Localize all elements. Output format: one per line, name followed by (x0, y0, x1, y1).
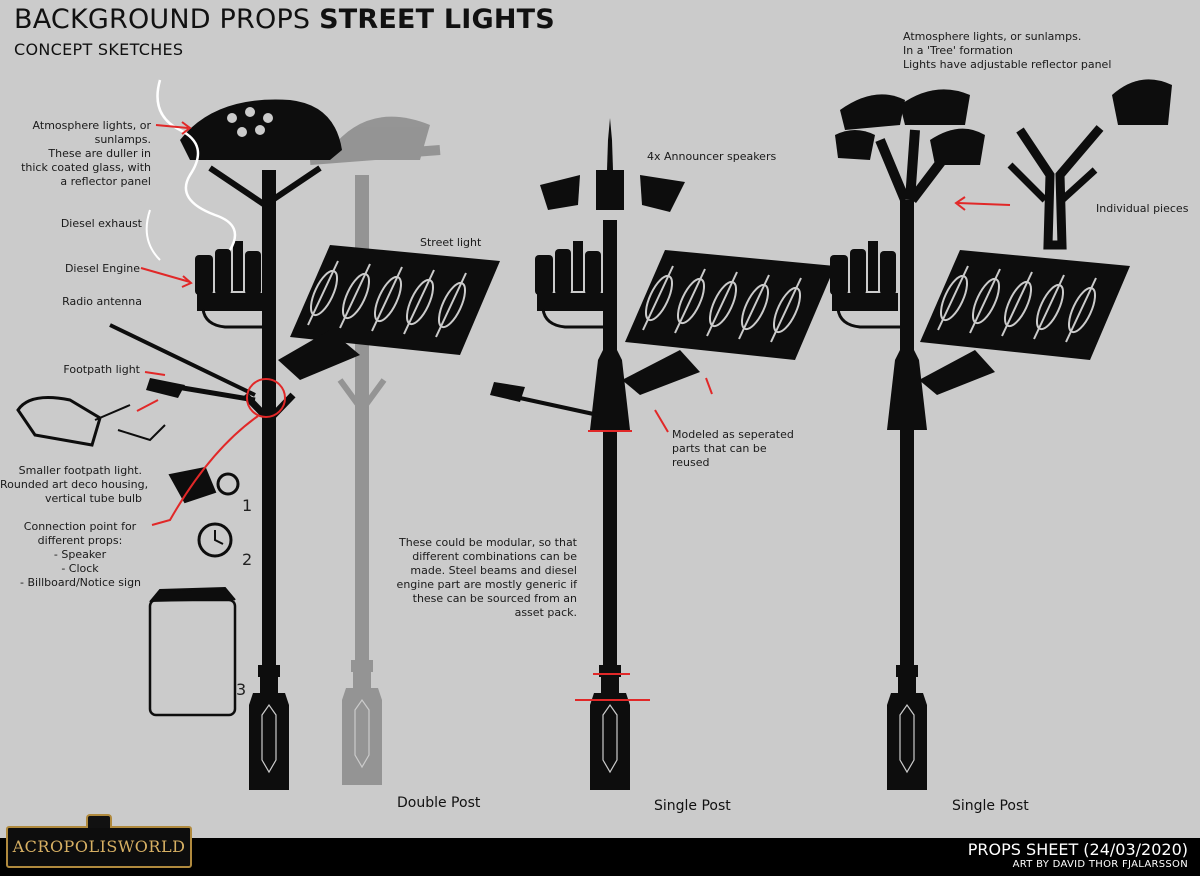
note-line: parts that can be (672, 442, 767, 455)
note-line: a reflector panel (60, 175, 151, 188)
note-line: sunlamps. (94, 133, 151, 146)
note-line: different props: (37, 534, 123, 547)
caption-single-post-2: Single Post (952, 798, 1029, 814)
radio-antenna-note: Radio antenna (62, 295, 142, 308)
note-line: Lights have adjustable reflector panel (903, 58, 1112, 71)
note-line: Rounded art deco housing, (0, 478, 149, 491)
logo-text: ACROPOLISWORLD (12, 837, 186, 856)
note-line: these can be sourced from an (412, 592, 577, 605)
note-line: These could be modular, so that (399, 536, 577, 549)
footpath-light-note: Footpath light (63, 363, 140, 376)
title-part2: STREET LIGHTS (319, 4, 555, 35)
individual-pieces-note: Individual pieces (1096, 202, 1189, 215)
note-line: - Clock (61, 562, 99, 575)
note-line: thick coated glass, with (21, 161, 151, 174)
note-line: - Billboard/Notice sign (20, 576, 142, 589)
page-title: BACKGROUND PROPS STREET LIGHTS (14, 4, 555, 35)
prop-number-1: 1 (242, 496, 253, 515)
diesel-exhaust-note: Diesel exhaust (60, 217, 142, 230)
prop-number-2: 2 (242, 550, 253, 569)
atmosphere-tree-note: Atmosphere lights, or sunlamps. In a 'Tr… (903, 30, 1111, 72)
street-light-note: Street light (420, 236, 482, 249)
modular-note: These could be modular, so that differen… (390, 536, 577, 620)
connection-point-note: Connection point for different props: - … (20, 520, 142, 590)
note-line: In a 'Tree' formation (903, 44, 1013, 57)
title-part1: BACKGROUND PROPS (14, 4, 311, 35)
page-subtitle: CONCEPT SKETCHES (14, 40, 184, 59)
note-line: engine part are mostly generic if (396, 578, 577, 591)
note-line: Modeled as seperated (672, 428, 794, 441)
prop-number-3: 3 (236, 680, 247, 699)
note-line: These are duller in (48, 147, 151, 160)
logo-emblem-icon (86, 814, 112, 828)
sheet-title: PROPS SHEET (24/03/2020) (967, 840, 1188, 859)
note-line: Atmosphere lights, or (32, 119, 151, 132)
modeled-parts-note: Modeled as seperated parts that can be r… (672, 428, 794, 470)
caption-double-post: Double Post (397, 795, 481, 811)
note-line: different combinations can be (412, 550, 577, 563)
note-line: made. Steel beams and diesel (410, 564, 577, 577)
footer-bar (0, 838, 1200, 876)
note-line: reused (672, 456, 710, 469)
diesel-engine-note: Diesel Engine (64, 262, 140, 275)
smaller-footpath-note: Smaller footpath light. Rounded art deco… (0, 464, 149, 506)
artist-credit: ART BY DAVID THOR FJALARSSON (1012, 859, 1188, 870)
atmosphere-lights-note: Atmosphere lights, or sunlamps. These ar… (20, 119, 151, 189)
note-line: Smaller footpath light. (18, 464, 142, 477)
note-line: Atmosphere lights, or sunlamps. (903, 30, 1082, 43)
caption-single-post-1: Single Post (654, 798, 731, 814)
announcer-speakers-note: 4x Announcer speakers (647, 150, 777, 163)
acropolisworld-logo: ACROPOLISWORLD (6, 814, 192, 868)
note-line: - Speaker (53, 548, 107, 561)
note-line: asset pack. (514, 606, 577, 619)
note-line: vertical tube bulb (44, 492, 142, 505)
note-line: Connection point for (23, 520, 137, 533)
